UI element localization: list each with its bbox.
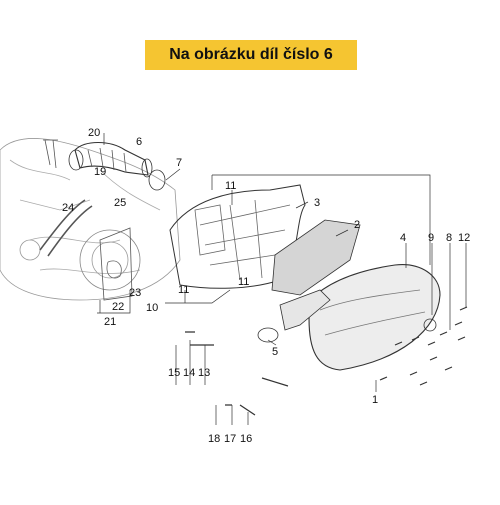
callout-5: 5 — [272, 346, 278, 358]
callout-4: 4 — [400, 232, 406, 244]
callout-25: 25 — [114, 197, 126, 209]
callout-11-top: 11 — [225, 180, 236, 192]
callout-22: 22 — [112, 301, 124, 313]
callout-3: 3 — [314, 197, 320, 209]
callout-1: 1 — [372, 394, 378, 406]
callout-11-mid: 11 — [238, 276, 249, 288]
callout-6: 6 — [136, 136, 142, 148]
callout-10: 10 — [146, 302, 158, 314]
callout-23: 23 — [129, 287, 141, 299]
cover-plate — [99, 227, 133, 301]
callout-16: 16 — [240, 433, 252, 445]
callout-14: 14 — [183, 367, 195, 379]
banner-text: Na obrázku díl číslo 6 — [169, 46, 333, 63]
callout-20: 20 — [88, 127, 100, 139]
callout-12: 12 — [458, 232, 470, 244]
part-number-banner: Na obrázku díl číslo 6 — [145, 40, 357, 70]
engine-block — [0, 138, 181, 301]
callout-labels: 20 6 7 19 11 3 25 24 2 4 9 8 12 11 23 11… — [62, 127, 470, 445]
callout-2: 2 — [354, 219, 360, 231]
callout-7: 7 — [176, 157, 182, 169]
airbox-cover — [308, 264, 441, 371]
intake-duct-part-6 — [74, 141, 149, 176]
callout-15: 15 — [168, 367, 180, 379]
callout-8: 8 — [446, 232, 452, 244]
airbox-housing — [169, 184, 306, 289]
air-filter-element — [271, 219, 361, 296]
callout-18: 18 — [208, 433, 220, 445]
callout-9: 9 — [428, 232, 434, 244]
callout-21: 21 — [104, 316, 116, 328]
callout-13: 13 — [198, 367, 210, 379]
callout-17: 17 — [224, 433, 236, 445]
callout-19: 19 — [94, 166, 106, 178]
callout-24: 24 — [62, 202, 74, 214]
callout-11-low: 11 — [178, 284, 189, 296]
